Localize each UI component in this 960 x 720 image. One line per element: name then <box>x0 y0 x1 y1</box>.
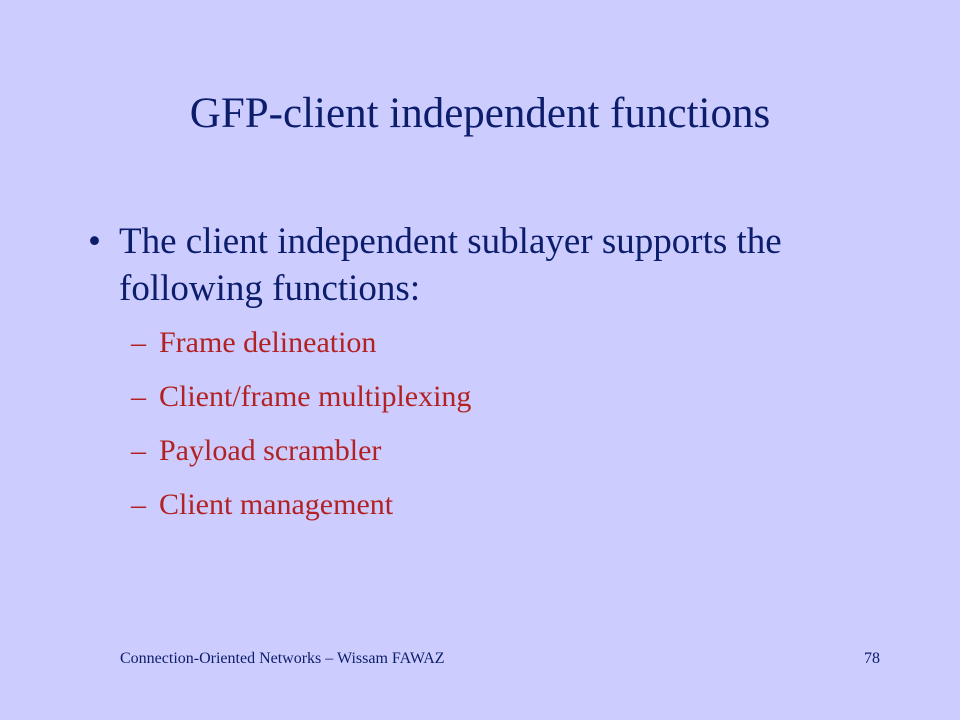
bullet-block: • The client independent sublayer suppor… <box>88 218 868 540</box>
sub-marker: – <box>131 434 146 467</box>
bullet-text: The client independent sublayer supports… <box>119 221 782 309</box>
bullet-item: • The client independent sublayer suppor… <box>88 218 868 312</box>
footer-page-number: 78 <box>864 650 880 667</box>
sub-marker: – <box>131 326 146 359</box>
sub-item-client-management: – Client management <box>131 486 868 524</box>
sub-marker: – <box>131 380 146 413</box>
sub-item-frame-delineation: – Frame delineation <box>131 324 868 362</box>
slide-title: GFP-client independent functions <box>189 90 771 137</box>
footer-course-author: Connection-Oriented Networks – Wissam FA… <box>120 650 445 667</box>
sub-item-text: Frame delineation <box>159 326 377 359</box>
sub-marker: – <box>131 488 146 521</box>
sub-item-payload-scrambler: – Payload scrambler <box>131 432 868 470</box>
sub-item-client-frame-multiplexing: – Client/frame multiplexing <box>131 378 868 416</box>
sub-item-text: Client management <box>159 488 394 521</box>
bullet-marker: • <box>88 221 101 262</box>
sub-item-text: Payload scrambler <box>159 434 382 467</box>
sub-list: – Frame delineation – Client/frame multi… <box>88 324 868 524</box>
sub-item-text: Client/frame multiplexing <box>159 380 472 413</box>
